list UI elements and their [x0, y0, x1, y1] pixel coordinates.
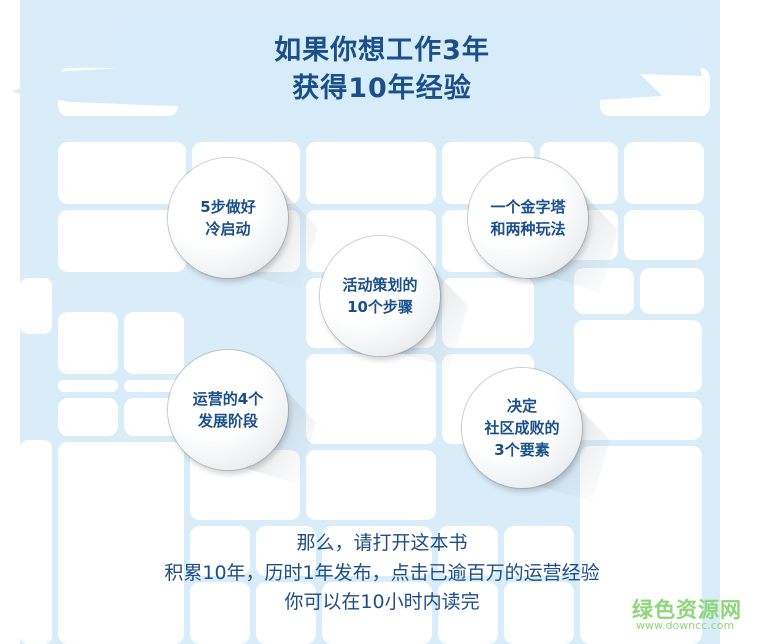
footer-line2: 积累10年，历时1年发布，点击已逾百万的运营经验: [164, 562, 600, 584]
bubble-event-planning: 活动策划的 10个步骤: [320, 236, 440, 356]
title-banner: [12, 12, 702, 114]
bubble-text: 冷启动: [205, 220, 251, 238]
footer-line3: 你可以在10小时内读完: [284, 591, 480, 613]
bubble-text: 和两种玩法: [490, 220, 566, 238]
bubble-community: 决定 社区成败的 3个要素: [462, 368, 582, 488]
bubble-text: 3个要素: [494, 441, 550, 459]
bubble-text: 一个金字塔: [490, 198, 566, 216]
bubble-text: 10个步骤: [347, 298, 413, 316]
bubble-text: 社区成败的: [484, 419, 560, 437]
bubble-stages: 运营的4个 发展阶段: [168, 350, 288, 470]
watermark-name: 绿色资源网: [632, 598, 742, 622]
bubble-text: 决定: [506, 397, 537, 415]
bubble-text: 发展阶段: [197, 412, 258, 430]
banner-title-line1: 如果你想工作3年: [274, 35, 490, 66]
watermark-url: www.downcc.com: [636, 619, 735, 632]
banner-title-line2: 获得10年经验: [292, 73, 472, 104]
bubble-text: 活动策划的: [342, 276, 418, 294]
bubble-text: 5步做好: [200, 198, 256, 216]
footer-line1: 那么，请打开这本书: [296, 532, 468, 554]
bubble-text: 运营的4个: [192, 390, 264, 408]
bubble-cold-start: 5步做好 冷启动: [168, 158, 288, 278]
bubble-pyramid: 一个金字塔 和两种玩法: [468, 158, 588, 278]
